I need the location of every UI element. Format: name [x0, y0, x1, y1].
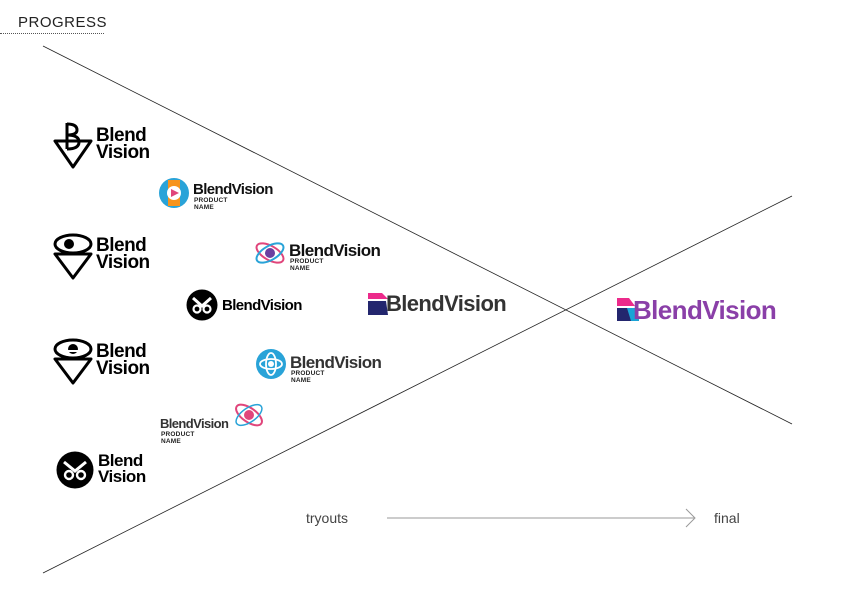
atom-pink-icon — [255, 242, 285, 264]
pink-eye-icon — [235, 403, 263, 427]
label-tryouts: tryouts — [306, 510, 349, 526]
eye-funnel-icon — [53, 233, 93, 280]
eye-funnel-alt-icon — [53, 338, 93, 385]
gradient-b-icon — [368, 293, 388, 315]
logo-product-name: PRODUCT NAME — [194, 197, 228, 211]
logo-product-name: PRODUCT NAME — [161, 431, 195, 445]
logo-word-vision: Vision — [96, 142, 150, 163]
descending-line — [42, 45, 793, 425]
logo-wordmark: BlendVision — [386, 291, 507, 316]
ascending-line — [42, 195, 793, 574]
funnel-b-icon — [53, 122, 93, 169]
logo-word-vision: Vision — [96, 252, 150, 273]
atom-blue-icon — [256, 349, 286, 379]
progress-arrow-head — [685, 508, 696, 528]
final-b-icon — [617, 298, 639, 321]
mask-stack-icon — [56, 451, 94, 489]
logo-word-blend: Blend — [96, 235, 147, 256]
logo-word-blend: Blend — [96, 341, 147, 362]
logo-word-vision: Vision — [96, 358, 150, 379]
page-title: PROGRESS — [18, 14, 108, 31]
logo-wordmark: BlendVision — [193, 181, 273, 198]
logo-product-name: PRODUCT NAME — [291, 370, 325, 384]
logo-wordmark: BlendVision — [222, 297, 302, 314]
mask-icon — [186, 289, 218, 321]
logo-wordmark: BlendVision — [289, 241, 381, 260]
orange-play-icon — [159, 178, 189, 208]
logo-wordmark: BlendVision — [160, 416, 229, 431]
title-underline — [0, 33, 104, 34]
logo-word-vision: Vision — [98, 467, 146, 486]
logo-word-blend: Blend — [96, 125, 147, 146]
logo-product-name: PRODUCT NAME — [290, 258, 324, 272]
logo-wordmark: BlendVision — [290, 353, 382, 372]
label-final: final — [714, 510, 740, 526]
logo-wordmark: BlendVision — [633, 295, 777, 325]
logo-word-blend: Blend — [98, 451, 143, 470]
